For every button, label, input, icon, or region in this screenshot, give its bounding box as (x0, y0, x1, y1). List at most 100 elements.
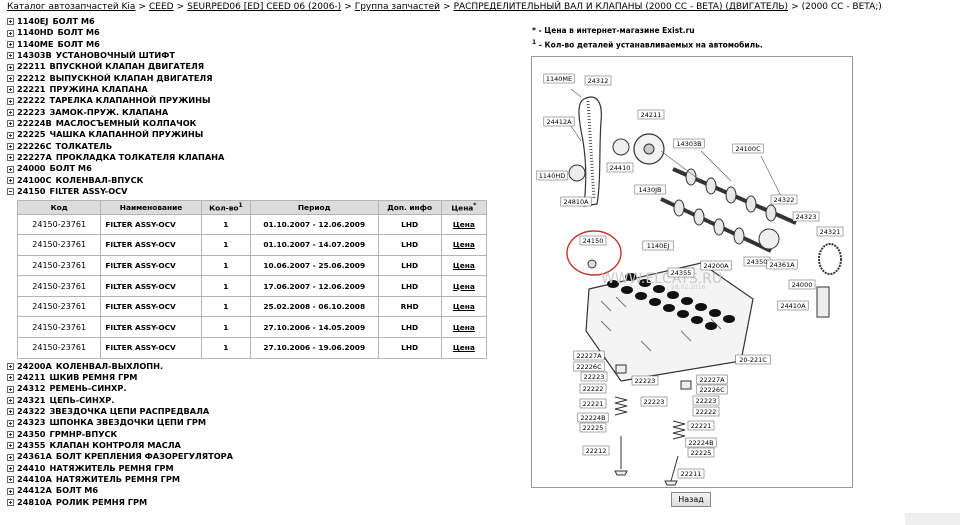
callout-label[interactable]: 14303B (676, 140, 701, 148)
callout-label[interactable]: 1140HD (539, 172, 565, 180)
expand-icon[interactable] (7, 498, 14, 506)
expand-icon[interactable] (7, 453, 14, 461)
callout-label[interactable]: 24150 (583, 237, 604, 245)
expand-icon[interactable] (7, 120, 14, 128)
back-button[interactable]: Назад (671, 492, 711, 507)
expand-icon[interactable] (7, 108, 14, 116)
expand-icon[interactable] (7, 86, 14, 94)
expand-icon[interactable] (7, 408, 14, 416)
expand-icon[interactable] (7, 63, 14, 71)
callout-label[interactable]: 24410 (610, 164, 631, 172)
callout-label[interactable]: 24355 (671, 269, 692, 277)
callout-label[interactable]: 24322 (774, 196, 795, 204)
expand-icon[interactable] (7, 18, 14, 26)
expand-icon[interactable] (7, 464, 14, 472)
cell-price[interactable]: Цена (440, 213, 488, 236)
callout-label[interactable]: 22227A (576, 352, 602, 360)
callout-label[interactable]: 1430JB (639, 186, 662, 194)
cell-price[interactable]: Цена (440, 234, 488, 256)
callout-label[interactable]: 24410A (780, 302, 806, 310)
callout-label[interactable]: 22212 (586, 447, 607, 455)
callout-label[interactable]: 22224B (688, 439, 713, 447)
callout-label[interactable]: 22225 (691, 449, 712, 457)
callout-label[interactable]: 22221 (583, 400, 604, 408)
cell-price[interactable]: Цена (440, 316, 488, 339)
expand-icon[interactable] (7, 74, 14, 82)
callout-label[interactable]: 20-221C (739, 356, 767, 364)
callout-label[interactable]: 22224B (580, 414, 605, 422)
expand-icon[interactable] (7, 176, 14, 184)
expand-icon[interactable] (7, 154, 14, 162)
callout-label[interactable]: 22223 (584, 373, 605, 381)
callout-label[interactable]: 22223 (635, 377, 656, 385)
expand-icon[interactable] (7, 419, 14, 427)
cell-price[interactable]: Цена (440, 275, 488, 297)
callout-label[interactable]: 22225 (583, 424, 604, 432)
breadcrumb-item[interactable]: CEED (149, 2, 174, 12)
callout-label[interactable]: 22222 (696, 408, 717, 416)
callout-label[interactable]: 1140EJ (647, 242, 670, 250)
callout-label[interactable]: 24321 (820, 228, 841, 236)
callout-label[interactable]: 24100C (735, 145, 761, 153)
callout-label[interactable]: 24000 (792, 281, 813, 289)
callout-label[interactable]: 22223 (696, 397, 717, 405)
breadcrumb-item[interactable]: SEURPED06 [ED] CEED 06 (2006-) (187, 2, 342, 12)
expand-icon[interactable] (7, 165, 14, 173)
breadcrumb-item[interactable]: РАСПРЕДЕЛИТЕЛЬНЫЙ ВАЛ И КЛАПАНЫ (2000 CC… (453, 2, 789, 12)
tree-node-expanded[interactable]: 24150 FILTER ASSY-OCV (7, 186, 487, 197)
expand-icon[interactable] (7, 396, 14, 404)
expand-icon[interactable] (7, 142, 14, 150)
expand-icon[interactable] (7, 430, 14, 438)
callout-label[interactable]: 24350 (747, 258, 768, 266)
expand-icon[interactable] (7, 131, 14, 139)
cell-price[interactable]: Цена (440, 337, 488, 359)
expand-icon[interactable] (7, 362, 14, 370)
callout-label[interactable]: 24412A (546, 118, 572, 126)
callout-label[interactable]: 22226C (576, 363, 602, 371)
callout-label[interactable]: 22227A (699, 376, 725, 384)
callout-label[interactable]: 22223 (644, 398, 665, 406)
expand-icon[interactable] (7, 52, 14, 60)
callout-label[interactable]: 22221 (691, 422, 712, 430)
callout-label[interactable]: 24323 (796, 213, 817, 221)
expand-icon[interactable] (7, 374, 14, 382)
breadcrumb-item[interactable]: Каталог автозапчастей Kia (7, 2, 136, 12)
expand-icon[interactable] (7, 476, 14, 484)
callout-label[interactable]: 1140ME (546, 75, 572, 83)
callout-label[interactable]: 22211 (681, 470, 702, 478)
expand-icon[interactable] (7, 40, 14, 48)
callout-label[interactable]: 24810A (563, 198, 589, 206)
expand-icon[interactable] (7, 29, 14, 37)
callout-label[interactable]: 22226C (699, 386, 725, 394)
cell-price[interactable]: Цена (440, 295, 488, 318)
expand-icon[interactable] (7, 442, 14, 450)
callout-label[interactable]: 24200A (703, 262, 729, 270)
callout-label[interactable]: 22222 (583, 385, 604, 393)
callout-label[interactable]: 24211 (641, 111, 662, 119)
